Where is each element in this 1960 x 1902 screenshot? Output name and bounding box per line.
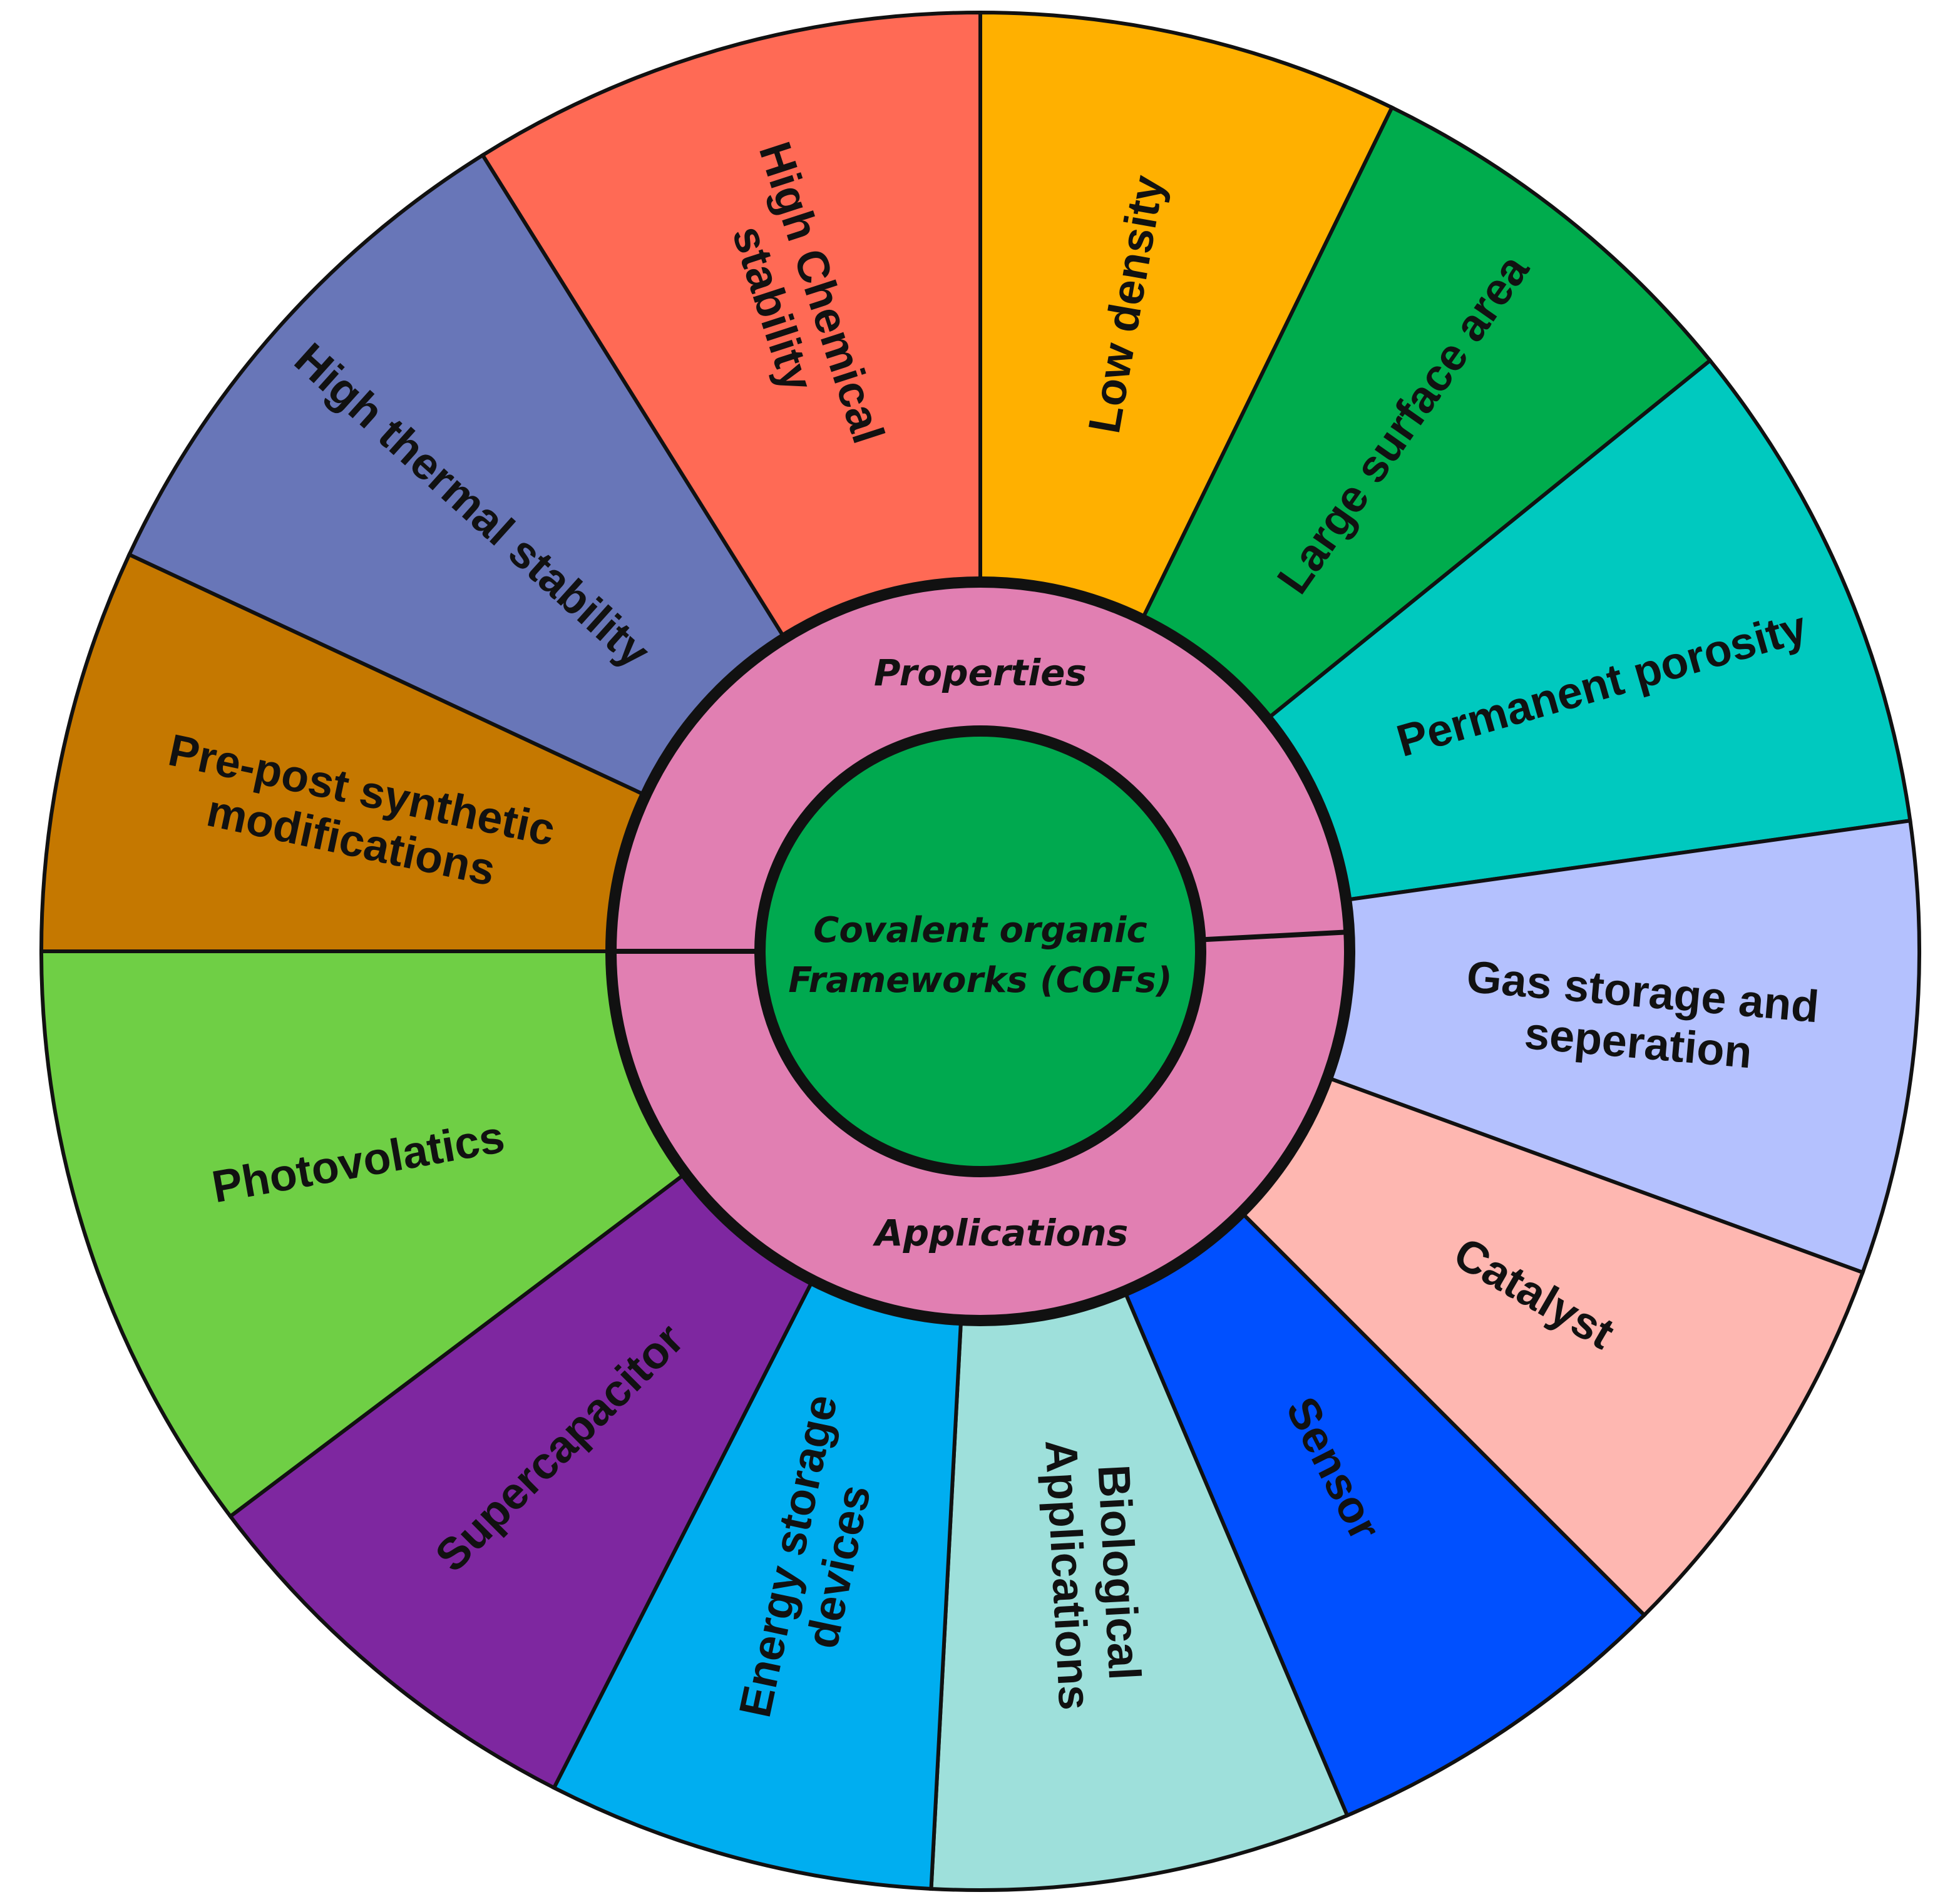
center-hub: Covalent organic Frameworks (COFs) (754, 725, 1206, 1177)
center-circle (754, 725, 1206, 1177)
center-title-line-1: Covalent organic (813, 910, 1147, 951)
center-title-line-2: Frameworks (COFs) (788, 960, 1172, 1001)
applications-label: Applications (873, 1212, 1128, 1254)
properties-label: Properties (874, 652, 1087, 694)
ring-divider-right (1205, 929, 1350, 943)
segment-7-label-line-1: Biological (1088, 1463, 1149, 1681)
